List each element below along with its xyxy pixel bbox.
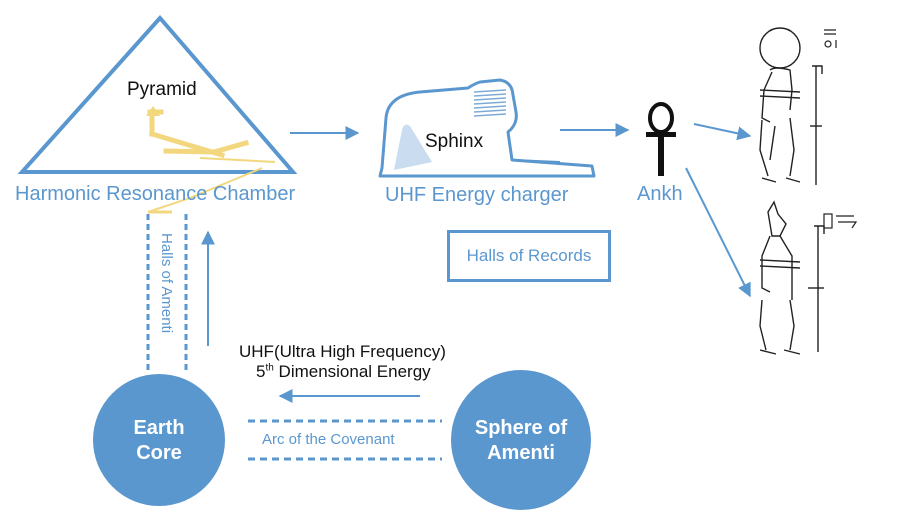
arrow-ankh-to-anubis bbox=[685, 167, 751, 298]
uhf-title-line2: 5th Dimensional Energy bbox=[256, 362, 431, 381]
earth-core-circle bbox=[93, 374, 225, 506]
ankh-label: Ankh bbox=[637, 183, 683, 205]
halls-of-records-label: Halls of Records bbox=[466, 246, 592, 265]
halls-of-records-box: Halls of Records bbox=[447, 230, 611, 282]
pyramid-label: Pyramid bbox=[127, 79, 197, 100]
ankh-icon bbox=[646, 102, 676, 176]
sphinx-icon bbox=[378, 78, 596, 178]
harmonic-chamber-label: Harmonic Resonance Chamber bbox=[15, 183, 296, 205]
earth-core-label: Earth Core bbox=[133, 417, 185, 464]
arrow-ankh-to-ra bbox=[693, 123, 752, 141]
sphere-of-amenti-label: Sphere of Amenti bbox=[474, 417, 568, 464]
ra-figure-icon bbox=[759, 27, 823, 185]
arc-covenant-label: Arc of the Covenant bbox=[262, 431, 395, 448]
halls-of-amenti-tunnel bbox=[146, 214, 188, 370]
arc-covenant-lines bbox=[248, 419, 442, 461]
sphinx-label: Sphinx bbox=[425, 131, 484, 152]
hieroglyph-icon bbox=[823, 29, 858, 229]
pyramid-icon bbox=[17, 14, 298, 214]
anubis-figure-icon bbox=[759, 200, 825, 355]
uhf-title-line1: UHF(Ultra High Frequency) bbox=[239, 342, 446, 361]
uhf-charger-label: UHF Energy charger bbox=[385, 184, 569, 206]
sphere-of-amenti-circle bbox=[451, 370, 591, 510]
halls-of-amenti-label: Halls of Amenti bbox=[158, 233, 175, 334]
